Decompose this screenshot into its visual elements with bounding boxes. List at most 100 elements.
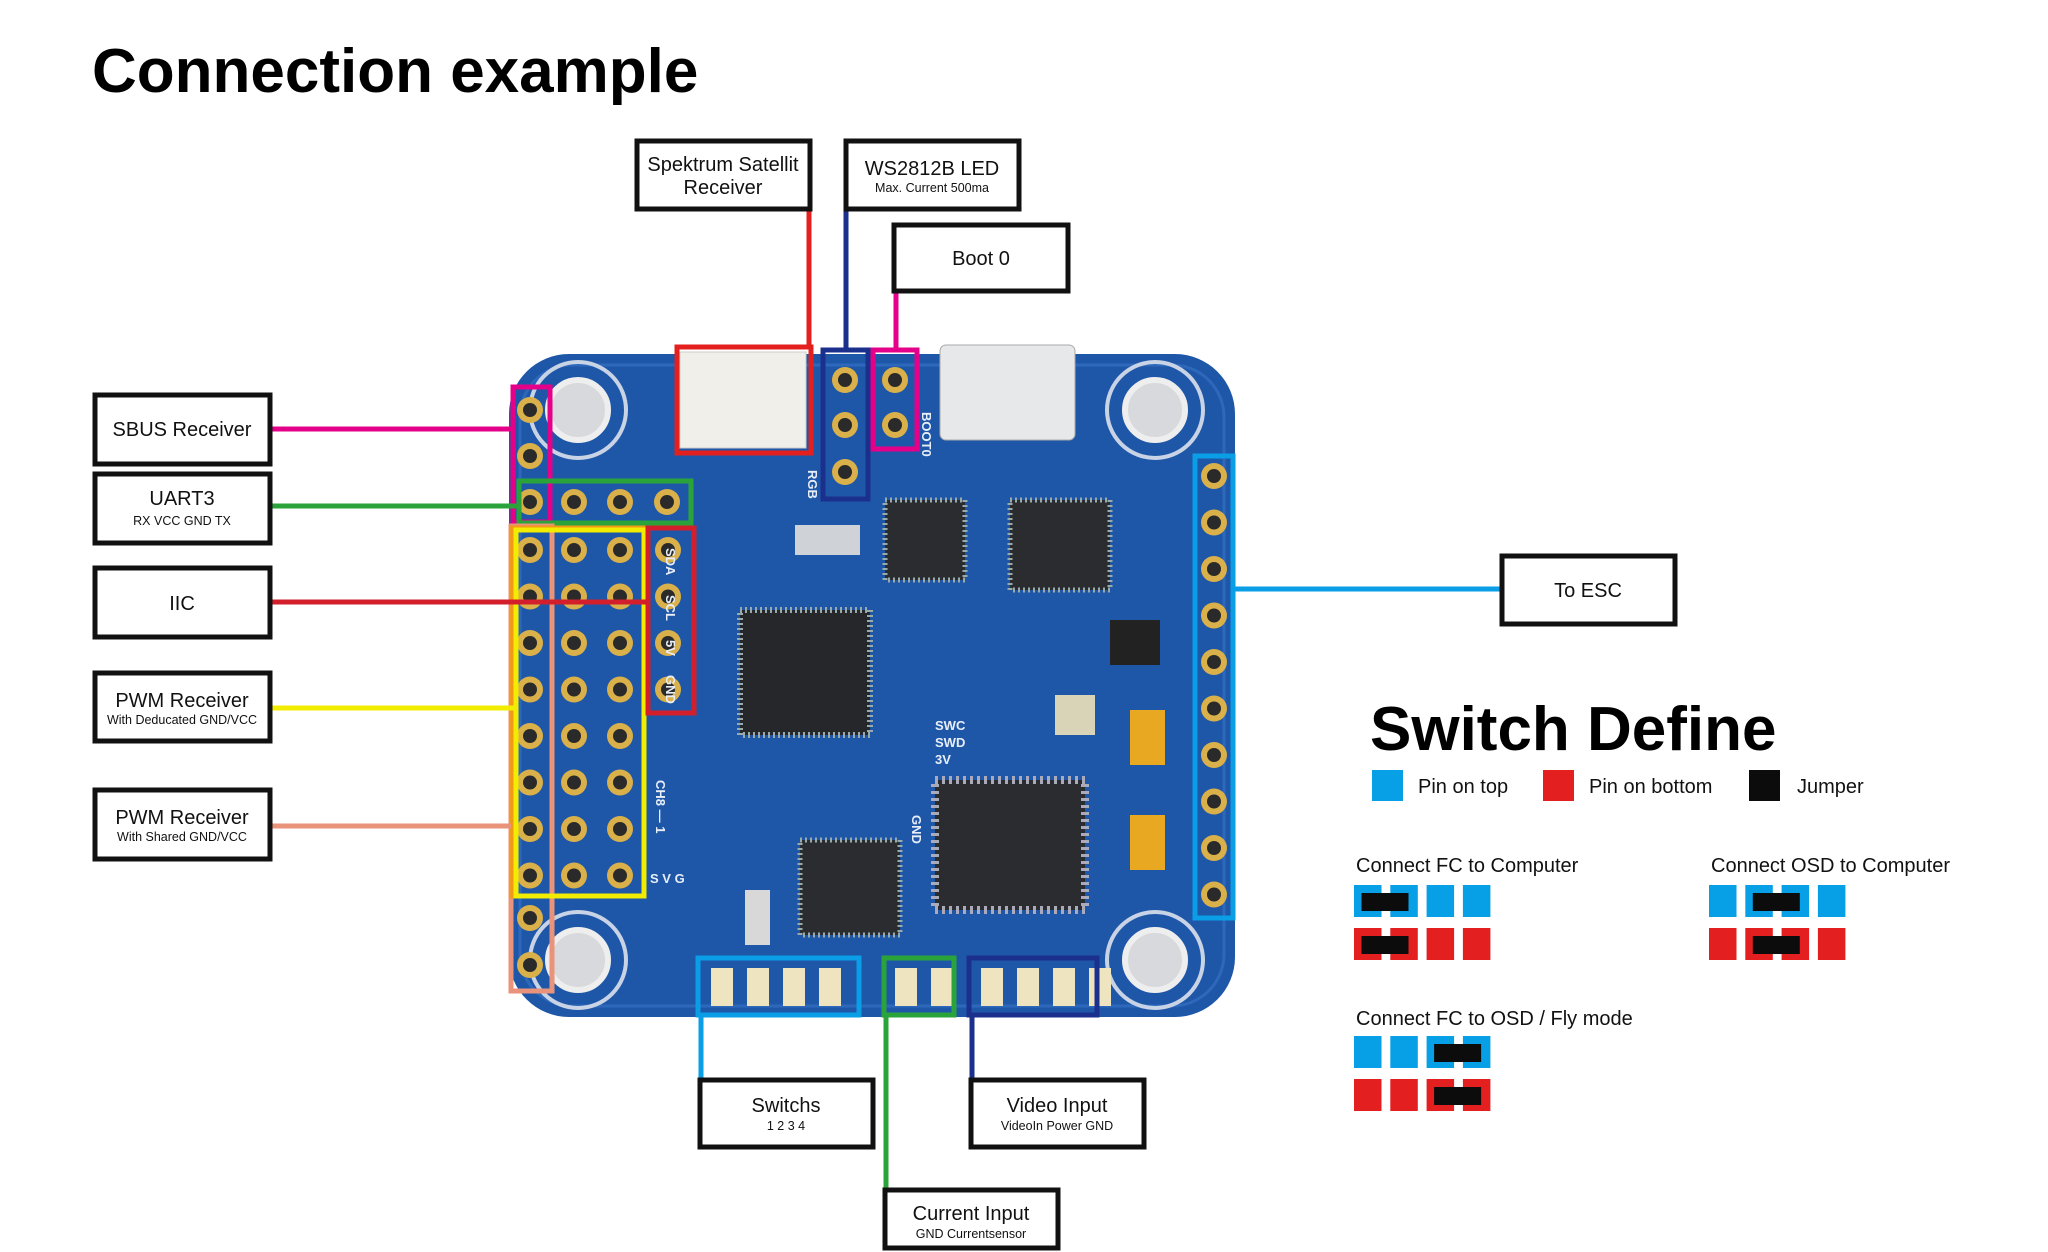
header-pin (607, 816, 633, 842)
header-pin (517, 952, 543, 978)
header-pin (882, 412, 908, 438)
header-pin (832, 459, 858, 485)
label-subtitle: With Shared GND/VCC (117, 830, 247, 844)
header-pin (655, 583, 681, 610)
header-pin (1201, 881, 1227, 908)
osd-chip (931, 776, 1089, 914)
pwm-dedicated-highlight (513, 527, 647, 899)
solder-pad (981, 968, 1003, 1006)
switch-config: Connect FC to Computer (1354, 855, 1579, 960)
label-subtitle: RX VCC GND TX (133, 514, 231, 528)
label-title: PWM Receiver (115, 690, 249, 712)
switch-pin (1462, 928, 1491, 960)
atmega-chip (797, 837, 903, 938)
label-title: Receiver (684, 177, 763, 199)
current-highlight (881, 955, 957, 1018)
header-pin (561, 676, 587, 703)
mounting-hole-icon (1105, 360, 1205, 460)
legend-label: Jumper (1797, 776, 1864, 798)
label-current: Current Input GND Currentsensor (882, 1187, 1061, 1251)
header-pin (607, 583, 633, 610)
legend-item: Jumper (1749, 770, 1864, 801)
silk-gnd2: GND (909, 815, 924, 844)
switch-config: Connect FC to OSD / Fly mode (1354, 1008, 1633, 1111)
label-to-esc: To ESC (1499, 553, 1678, 627)
header-pin (517, 862, 543, 889)
header-pin (607, 630, 633, 656)
label-sbus: SBUS Receiver (92, 392, 273, 467)
header-pin (607, 537, 633, 563)
silk-swc: SWC (935, 718, 966, 733)
header-pin (561, 537, 587, 563)
silk-gnd: GND (663, 675, 678, 704)
legend-item: Pin on top (1372, 770, 1508, 801)
spektrum-highlight (674, 344, 814, 456)
jumper-icon (1361, 936, 1409, 954)
legend-label: Pin on bottom (1589, 776, 1712, 798)
label-title: UART3 (149, 488, 214, 510)
jumper-icon (1752, 893, 1800, 911)
solder-pad (1089, 968, 1111, 1006)
label-title: To ESC (1554, 580, 1622, 602)
header-pin (607, 769, 633, 796)
label-subtitle: 1 2 3 4 (767, 1119, 805, 1133)
switch-pin (1462, 885, 1491, 917)
header-pin (832, 367, 858, 393)
switch-pin (1426, 885, 1455, 917)
header-pin (655, 537, 681, 563)
header-pin (1201, 463, 1227, 489)
legend-label: Pin on top (1418, 776, 1508, 798)
silk-3v: 3V (935, 752, 951, 767)
label-iic: IIC (92, 565, 273, 640)
switch-pin (1709, 885, 1737, 917)
switch-pin (1817, 928, 1846, 960)
switch-pin (1354, 1036, 1382, 1068)
silk-rgb: RGB (805, 470, 820, 499)
iic-highlight (645, 525, 697, 716)
usb-uart-chip (1007, 497, 1113, 593)
header-pin (561, 862, 587, 889)
solder-pad (783, 968, 805, 1006)
header-pin (607, 489, 633, 515)
label-switchs: Switchs 1 2 3 4 (697, 1077, 876, 1150)
header-pin (882, 367, 908, 393)
header-pin (517, 676, 543, 703)
label-title: SBUS Receiver (113, 419, 252, 441)
switchs-highlight (695, 955, 862, 1018)
label-subtitle: Max. Current 500ma (875, 181, 989, 195)
legend-swatch (1372, 770, 1403, 801)
header-pin (517, 489, 543, 515)
header-pin (1201, 509, 1227, 536)
silk-ch: CH8 — 1 (653, 780, 668, 833)
switch-pin (1817, 885, 1846, 917)
switch-pin (1426, 928, 1455, 960)
header-pin (517, 769, 543, 796)
mounting-hole-icon (1105, 910, 1205, 1010)
switch-pin (1709, 928, 1737, 960)
switch-pin (1390, 1036, 1418, 1068)
header-pin (517, 905, 543, 931)
spektrum-connector (679, 351, 807, 449)
header-pin (655, 676, 681, 703)
switch-pin (1354, 1079, 1382, 1111)
switch-pin (1390, 1079, 1418, 1111)
header-pin (607, 723, 633, 749)
chip (882, 497, 968, 583)
header-pin (517, 583, 543, 610)
header-pin (561, 489, 587, 515)
header-pin (517, 397, 543, 423)
video-highlight (966, 955, 1100, 1018)
header-pin (1201, 602, 1227, 629)
header-pin (517, 443, 543, 469)
jumper-icon (1434, 1044, 1482, 1062)
label-pwm-dedicated: PWM Receiver With Deducated GND/VCC (92, 670, 273, 744)
header-pin (1201, 649, 1227, 675)
silk-scl: SCL (663, 595, 678, 621)
solder-pad (895, 968, 917, 1006)
header-pin (1201, 556, 1227, 582)
header-pin (561, 769, 587, 796)
legend-item: Pin on bottom (1543, 770, 1712, 801)
label-subtitle: GND Currentsensor (916, 1227, 1026, 1241)
